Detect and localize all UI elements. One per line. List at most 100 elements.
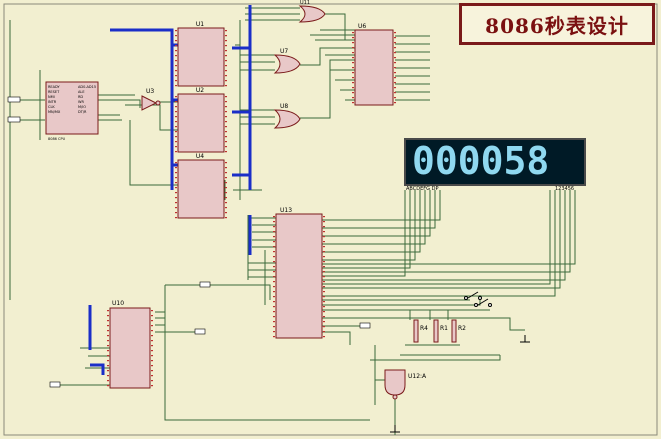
pin-marker	[107, 360, 109, 362]
pin-marker	[273, 296, 275, 298]
pin-marker	[273, 216, 275, 218]
pin-marker	[273, 271, 275, 273]
pin-marker	[225, 35, 227, 37]
pin-marker	[352, 37, 354, 39]
pin-marker	[273, 231, 275, 233]
pin-marker	[175, 177, 177, 179]
pin-marker	[225, 172, 227, 174]
pin-marker	[107, 370, 109, 372]
pin-marker	[175, 45, 177, 47]
pin-marker	[225, 182, 227, 184]
pin-marker	[225, 167, 227, 169]
pin-marker	[323, 306, 325, 308]
pin-marker	[225, 177, 227, 179]
chip-u4: U4	[177, 153, 225, 219]
pin-marker	[394, 72, 396, 74]
chip-u6: U6	[354, 23, 394, 106]
pin-marker	[323, 321, 325, 323]
pin-marker	[394, 82, 396, 84]
pin-marker	[225, 151, 227, 153]
pin-marker	[107, 385, 109, 387]
pin-marker	[151, 315, 153, 317]
svg-text:MN/MX: MN/MX	[48, 110, 61, 114]
svg-text:INTR: INTR	[48, 100, 57, 104]
pin-marker	[225, 75, 227, 77]
pin-marker	[175, 55, 177, 57]
pin-marker	[175, 40, 177, 42]
pin-marker	[323, 336, 325, 338]
pin-marker	[175, 141, 177, 143]
pin-marker	[225, 30, 227, 32]
pin-marker	[323, 226, 325, 228]
pin-marker	[394, 52, 396, 54]
pin-marker	[323, 231, 325, 233]
pin-marker	[107, 310, 109, 312]
pin-marker	[352, 82, 354, 84]
gate-u7: U7	[273, 48, 301, 74]
pin-marker	[225, 212, 227, 214]
pin-marker	[323, 316, 325, 318]
pin-marker	[273, 281, 275, 283]
pin-marker	[273, 241, 275, 243]
pin-marker	[175, 202, 177, 204]
pin-marker	[151, 340, 153, 342]
pin-marker	[225, 197, 227, 199]
chip-u10-label: U10	[112, 300, 124, 307]
pin-marker	[352, 32, 354, 34]
pin-marker	[151, 325, 153, 327]
chip-u10: U10	[109, 300, 151, 389]
pin-marker	[323, 331, 325, 333]
pin-marker	[394, 62, 396, 64]
chip-u13-label: U13	[280, 207, 292, 214]
pin-marker	[323, 326, 325, 328]
pin-marker	[107, 325, 109, 327]
gate-u7-label: U7	[280, 48, 288, 55]
pin-marker	[107, 375, 109, 377]
pin-marker	[107, 330, 109, 332]
pin-marker	[323, 311, 325, 313]
pin-marker	[273, 286, 275, 288]
pin-marker	[175, 106, 177, 108]
pin-marker	[394, 47, 396, 49]
pin-marker	[175, 146, 177, 148]
chip-u6-label: U6	[358, 23, 366, 30]
pin-marker	[225, 131, 227, 133]
pin-marker	[225, 70, 227, 72]
chip-u1-label: U1	[196, 21, 204, 28]
pin-marker	[175, 80, 177, 82]
pin-marker	[175, 126, 177, 128]
pin-marker	[175, 182, 177, 184]
pin-marker	[352, 92, 354, 94]
pin-marker	[323, 276, 325, 278]
pin-marker	[107, 365, 109, 367]
pin-marker	[225, 96, 227, 98]
pin-marker	[175, 30, 177, 32]
pin-marker	[352, 67, 354, 69]
pin-marker	[175, 162, 177, 164]
pin-marker	[225, 40, 227, 42]
wires	[9, 7, 576, 435]
pin-marker	[273, 266, 275, 268]
pin-marker	[225, 121, 227, 123]
svg-text:DT/R: DT/R	[78, 110, 87, 114]
pin-marker	[151, 360, 153, 362]
display-digits: 000058	[412, 139, 550, 183]
pin-marker	[225, 141, 227, 143]
pin-marker	[352, 72, 354, 74]
pin-marker	[225, 192, 227, 194]
pin-marker	[225, 162, 227, 164]
pin-marker	[225, 116, 227, 118]
pin-marker	[151, 350, 153, 352]
gate-u8-label: U8	[280, 103, 288, 110]
svg-text:8086 CPU: 8086 CPU	[48, 137, 66, 141]
pin-marker	[175, 96, 177, 98]
pin-marker	[394, 87, 396, 89]
pin-marker	[352, 57, 354, 59]
chip-u2-label: U2	[196, 87, 204, 94]
pin-marker	[394, 77, 396, 79]
pin-marker	[273, 311, 275, 313]
pin-marker	[175, 35, 177, 37]
title-box: 8086秒表设计	[459, 3, 655, 45]
pin-marker	[107, 315, 109, 317]
pin-marker	[175, 212, 177, 214]
